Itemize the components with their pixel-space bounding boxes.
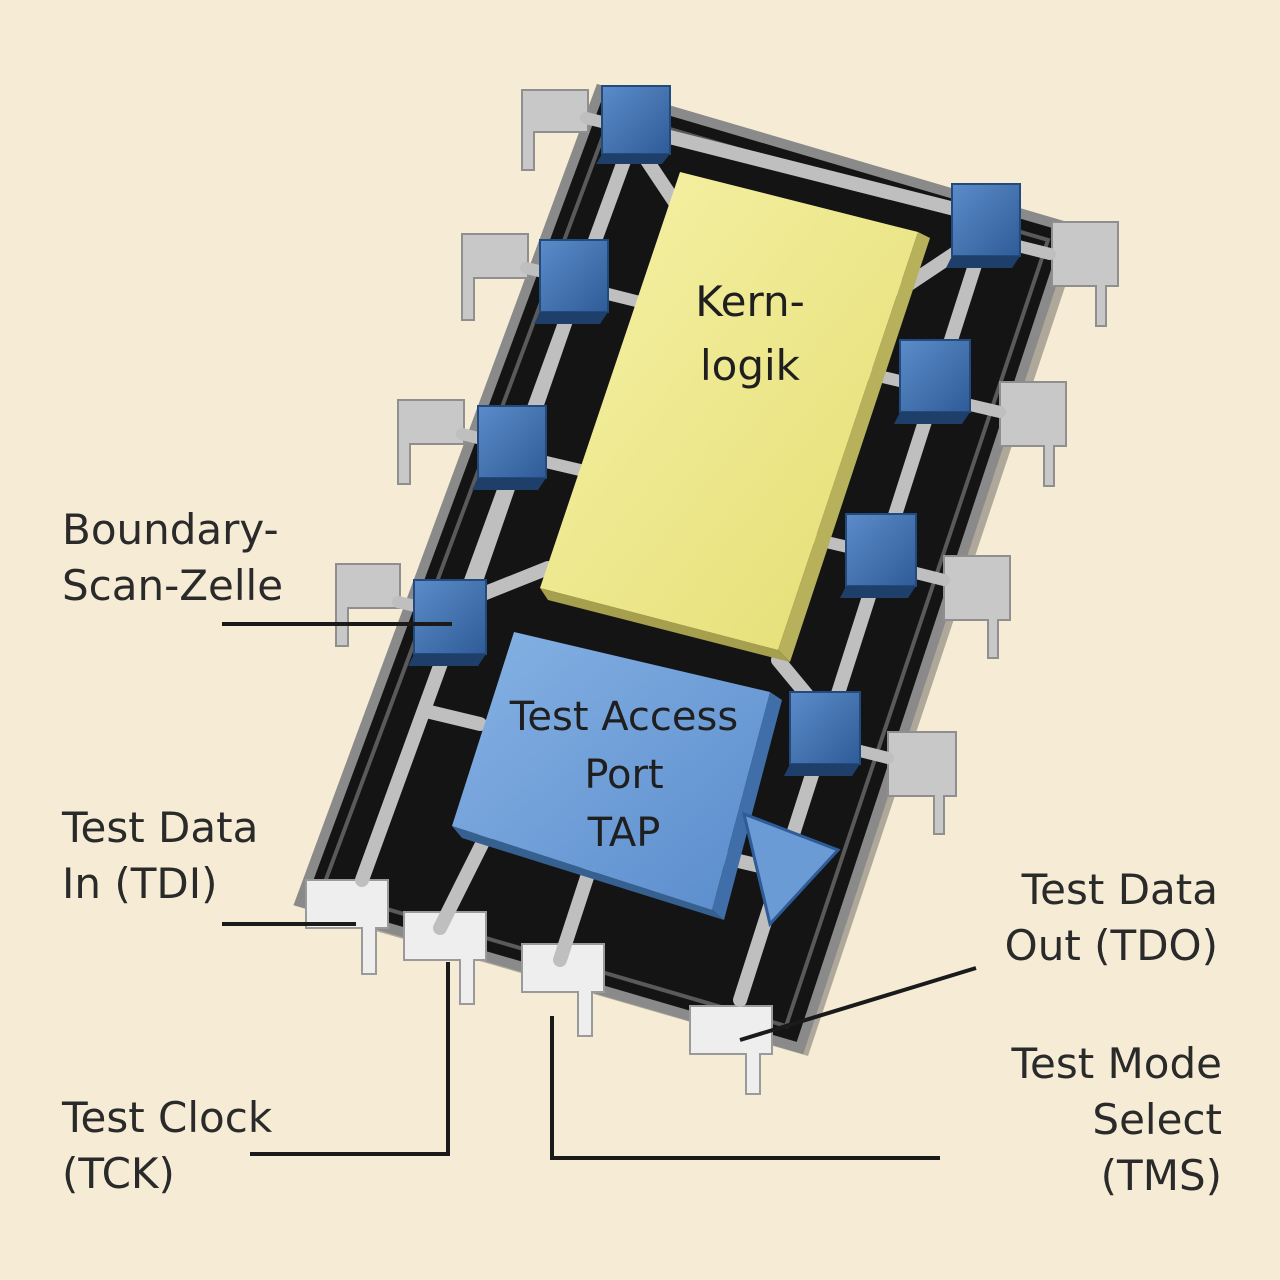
stub-right-2: [960, 398, 1006, 418]
cell-left-2: [534, 239, 609, 324]
core-logic-face: [540, 172, 918, 650]
core-logic-block: [540, 172, 930, 662]
tap-face: [452, 632, 770, 910]
stub-right-4: [850, 744, 894, 764]
cell-right-4: [784, 691, 861, 776]
pin-right-4: [887, 731, 957, 835]
pin-tck: [403, 911, 487, 1005]
cell-right-3: [840, 513, 917, 598]
cell-right-2: [894, 339, 971, 424]
tms-label: Test Mode Select (TMS): [1011, 1039, 1223, 1200]
tap-label: Test Access Port TAP: [509, 694, 739, 856]
tap-block: [452, 632, 782, 920]
core-logic-bottom: [540, 588, 790, 662]
leader-tms: [550, 1016, 940, 1160]
stub-right-1: [1012, 240, 1056, 260]
tdi-label: Test Data In (TDI): [62, 803, 259, 908]
pin-left-1: [521, 89, 589, 171]
stub-cell-left-3: [540, 456, 586, 476]
bus-tap-bottom-1: [433, 829, 493, 935]
tck-label: Test Clock (TCK): [62, 1093, 273, 1198]
core-logic-side: [778, 232, 930, 662]
bus-tap-bottom-2: [553, 855, 599, 967]
pin-right-1: [1051, 221, 1119, 327]
pins-right: [887, 221, 1119, 835]
tdo-buffer-triangle: [741, 811, 841, 928]
boundary-scan-cells: [408, 85, 1021, 776]
boundary-scan-cell-label: Boundary- Scan-Zelle: [62, 505, 284, 610]
pin-left-3: [397, 399, 465, 485]
leader-lines: [222, 622, 977, 1160]
cell-left-4: [408, 579, 487, 666]
leader-tdo: [739, 966, 977, 1042]
core-logic-label: Kern- logik: [695, 277, 805, 390]
pin-left-2: [461, 233, 529, 321]
bus-top: [627, 121, 997, 225]
pins-left: [335, 89, 589, 647]
leader-tck: [250, 962, 450, 1156]
stub-right-3: [906, 566, 950, 586]
stub-cell-left-2: [602, 288, 646, 308]
chip-frame: [293, 83, 1077, 1055]
tap-bottom: [452, 826, 724, 920]
pin-tdo: [689, 1005, 773, 1095]
pins-bottom: [305, 879, 773, 1095]
bus-tap-left: [423, 705, 487, 731]
pin-left-4: [335, 563, 401, 647]
pin-tms: [521, 943, 605, 1037]
pin-right-3: [943, 555, 1011, 659]
cell-left-3: [472, 405, 547, 490]
pin-right-2: [999, 381, 1067, 487]
cell-left-1: [596, 85, 671, 164]
tap-side: [712, 692, 782, 920]
cell-right-1: [946, 183, 1021, 268]
tdo-label: Test Data Out (TDO): [1004, 865, 1218, 970]
pin-tdi: [305, 879, 389, 975]
